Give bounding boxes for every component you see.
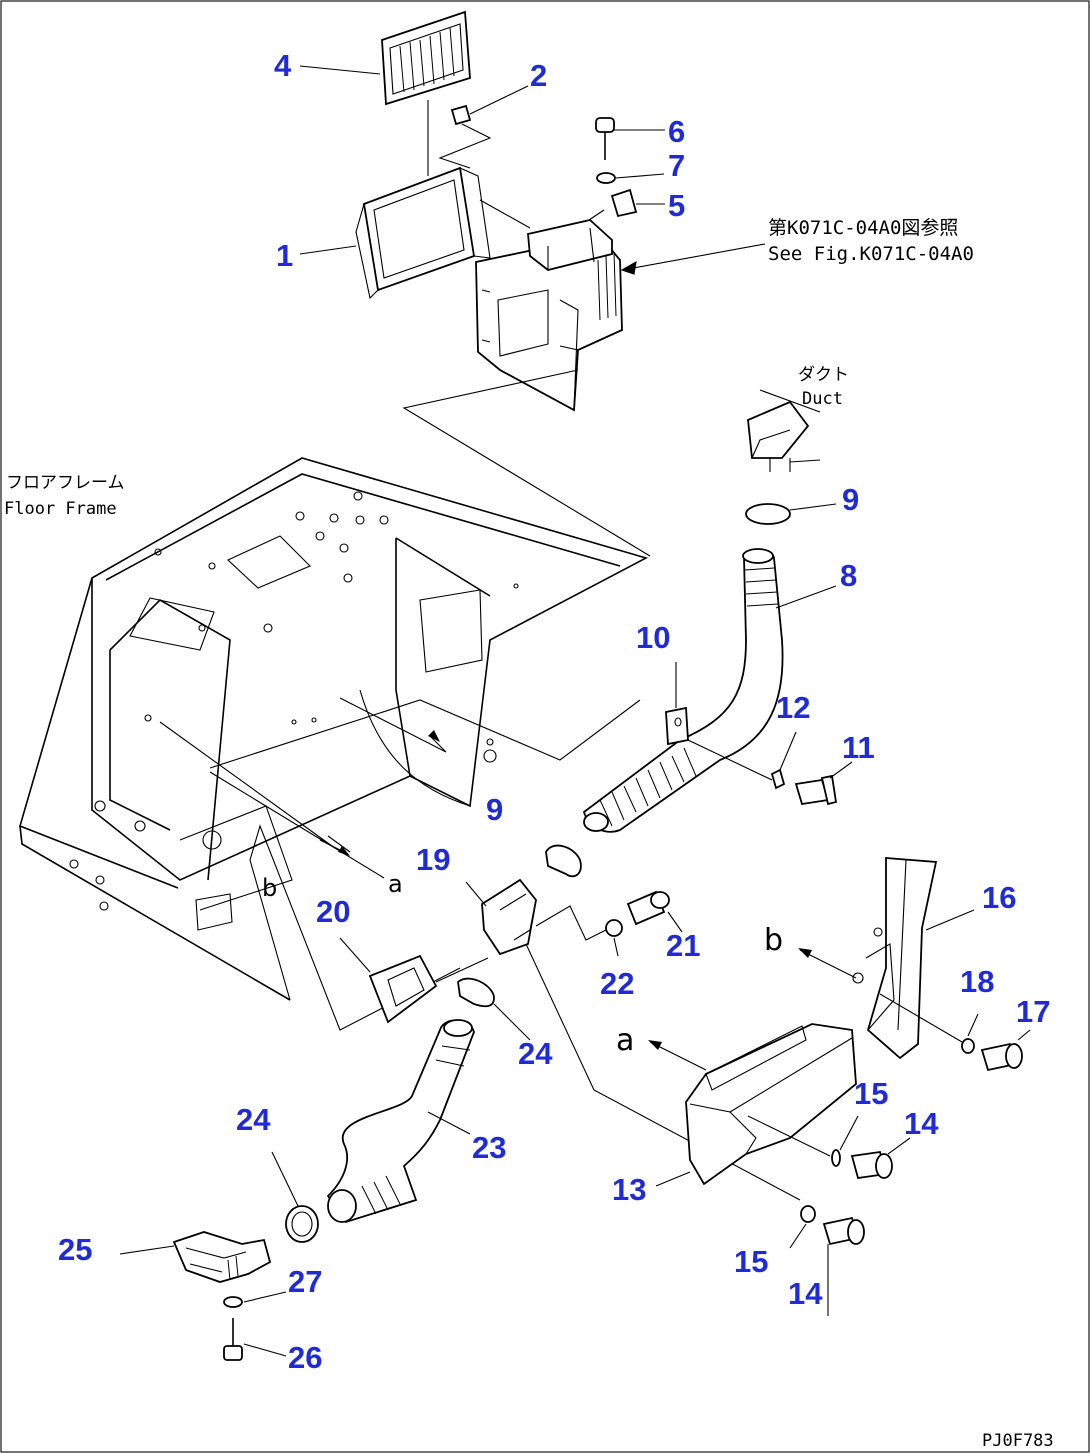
callout-10: 10 xyxy=(636,620,670,655)
part-24-clamp-lower xyxy=(271,1151,319,1243)
part-15-washer-lower xyxy=(789,1205,816,1249)
duct-label-en: Duct xyxy=(802,389,843,409)
part-14-bolt-lower xyxy=(822,1216,865,1316)
part-2-nut xyxy=(438,85,529,169)
arrow-letter-a-ref: a xyxy=(388,870,403,898)
part-10-bracket xyxy=(665,662,689,746)
callout-17: 17 xyxy=(1016,994,1050,1029)
callout-18: 18 xyxy=(960,964,994,999)
callout-20: 20 xyxy=(316,894,350,929)
part-18-washer xyxy=(879,993,979,1054)
callout-8: 8 xyxy=(840,558,857,593)
arrow-letter-b: b xyxy=(764,923,783,958)
filter-case-assembly xyxy=(475,219,766,412)
part-4-filter-cover xyxy=(299,10,471,176)
callout-6: 6 xyxy=(668,114,685,149)
part-8-hose xyxy=(582,548,837,833)
part-7-washer xyxy=(596,172,665,184)
arrow-b xyxy=(798,948,857,979)
callout-24-lower: 24 xyxy=(236,1102,271,1137)
see-fig-note-en: See Fig.K071C-04A0 xyxy=(768,243,974,265)
part-23-hose xyxy=(326,1019,475,1224)
callout-19: 19 xyxy=(416,842,450,877)
floor-frame-label-jp: フロアフレーム xyxy=(6,473,125,493)
part-14-bolt-upper xyxy=(850,1137,911,1180)
callout-25: 25 xyxy=(58,1232,92,1267)
floor-frame xyxy=(19,457,649,1031)
callout-11: 11 xyxy=(842,730,875,765)
part-21-bolt xyxy=(626,890,683,933)
callout-24-middle: 24 xyxy=(518,1036,553,1071)
callout-9-lower: 9 xyxy=(486,792,503,827)
duct-part xyxy=(747,389,821,472)
callout-22: 22 xyxy=(600,966,634,1001)
callout-21: 21 xyxy=(666,928,700,963)
drawing-code: PJ0F783 xyxy=(982,1431,1054,1451)
part-25-bracket xyxy=(119,1231,272,1283)
part-9-clamp-lower xyxy=(545,844,582,878)
callout-12: 12 xyxy=(776,690,810,725)
arrow-a xyxy=(648,1040,707,1071)
arrow-frame xyxy=(428,730,440,742)
part-6-bolt xyxy=(595,117,665,160)
part-20-plate xyxy=(339,937,489,1024)
duct-label-jp: ダクト xyxy=(798,365,849,385)
part-12-washer xyxy=(770,731,797,790)
part-13-cover xyxy=(655,1023,857,1187)
callout-1: 1 xyxy=(276,238,293,273)
part-9-clamp-top xyxy=(745,503,837,525)
callout-5: 5 xyxy=(668,188,685,223)
part-24-clamp-middle xyxy=(457,977,531,1041)
callout-9-top: 9 xyxy=(842,482,859,517)
callout-7: 7 xyxy=(668,148,685,183)
part-27-washer xyxy=(223,1291,287,1308)
callout-numbers: 4 2 6 7 5 1 9 8 10 12 11 9 19 20 16 21 2… xyxy=(58,48,1050,1375)
callout-16: 16 xyxy=(982,880,1016,915)
callout-14-lower: 14 xyxy=(788,1276,823,1311)
callout-26: 26 xyxy=(288,1340,322,1375)
callout-15-lower: 15 xyxy=(734,1244,768,1279)
floor-frame-holes xyxy=(69,491,519,911)
part-26-bolt xyxy=(223,1318,287,1361)
arrow-letter-b-ref: b xyxy=(262,874,277,902)
callout-13: 13 xyxy=(612,1172,646,1207)
callout-15-upper: 15 xyxy=(854,1076,888,1111)
arrow-letter-a: a xyxy=(616,1023,634,1058)
callout-14-upper: 14 xyxy=(904,1106,939,1141)
part-17-bolt xyxy=(980,1029,1031,1072)
arrow-a-ref xyxy=(319,839,350,856)
see-fig-note-jp: 第K071C-04A0図参照 xyxy=(768,217,958,239)
part-15-washer-upper xyxy=(831,1115,859,1167)
callout-27: 27 xyxy=(288,1264,322,1299)
part-16-bracket xyxy=(852,857,975,1060)
callout-23: 23 xyxy=(472,1130,506,1165)
callout-2: 2 xyxy=(530,58,547,93)
callout-4: 4 xyxy=(274,48,292,83)
part-11-bolt xyxy=(687,739,853,806)
part-1-filter-element xyxy=(299,166,531,300)
floor-frame-label-en: Floor Frame xyxy=(4,499,117,519)
part-22-washer xyxy=(605,919,623,957)
part-5-clip xyxy=(579,188,665,227)
